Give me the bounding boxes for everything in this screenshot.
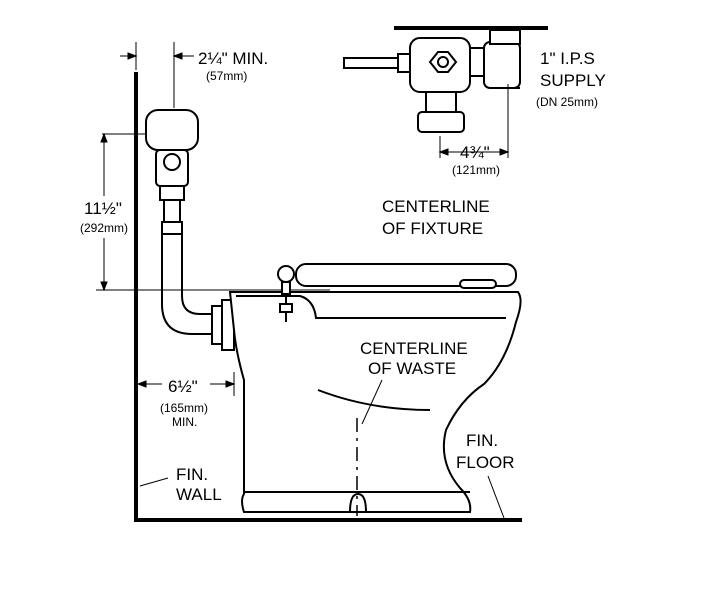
- valve-height-mm-label: (292mm): [80, 221, 128, 235]
- finished-wall-and-floor: [134, 72, 522, 522]
- fin-floor-label-line2: FLOOR: [456, 453, 515, 472]
- wall-clearance-mm-label: (57mm): [206, 69, 247, 83]
- rough-in-dimension: [136, 372, 236, 396]
- flush-valve-detail: [343, 29, 521, 133]
- wall-clearance-dimension: [120, 42, 194, 108]
- flush-pipe: [161, 234, 235, 351]
- fin-wall-label-line1: FIN.: [176, 465, 208, 484]
- valve-height-label: 11½": [84, 199, 122, 218]
- supply-word-label: SUPPLY: [540, 71, 606, 90]
- supply-size-label: 1" I.P.S: [540, 49, 595, 68]
- rough-in-min-label: MIN.: [172, 415, 197, 429]
- handle-lever: [343, 57, 401, 69]
- fixture-centerline-label-line1: CENTERLINE: [382, 197, 490, 216]
- wall-leader: [139, 477, 169, 487]
- toilet-bowl: [228, 263, 522, 513]
- waste-centerline-label-line2: OF WASTE: [368, 359, 456, 378]
- supply-dn-label: (DN 25mm): [536, 95, 598, 109]
- valve-height-dimension: [96, 132, 330, 292]
- side-flush-valve: [145, 109, 199, 235]
- rough-in-mm-label: (165mm): [160, 401, 208, 415]
- waste-leader: [361, 379, 383, 425]
- valve-offset-dimension: [438, 84, 510, 158]
- fixture-centerline-label-line2: OF FIXTURE: [382, 219, 483, 238]
- wall-clearance-label: 2¼" MIN.: [198, 49, 268, 68]
- waste-centerline-label-line1: CENTERLINE: [360, 339, 468, 358]
- fin-floor-label-line1: FIN.: [466, 431, 498, 450]
- floor-leader: [487, 475, 505, 519]
- fin-wall-label-line2: WALL: [176, 485, 222, 504]
- valve-offset-mm-label: (121mm): [452, 163, 500, 177]
- rough-in-label: 6½": [168, 377, 198, 396]
- valve-offset-label: 4¾": [460, 143, 490, 162]
